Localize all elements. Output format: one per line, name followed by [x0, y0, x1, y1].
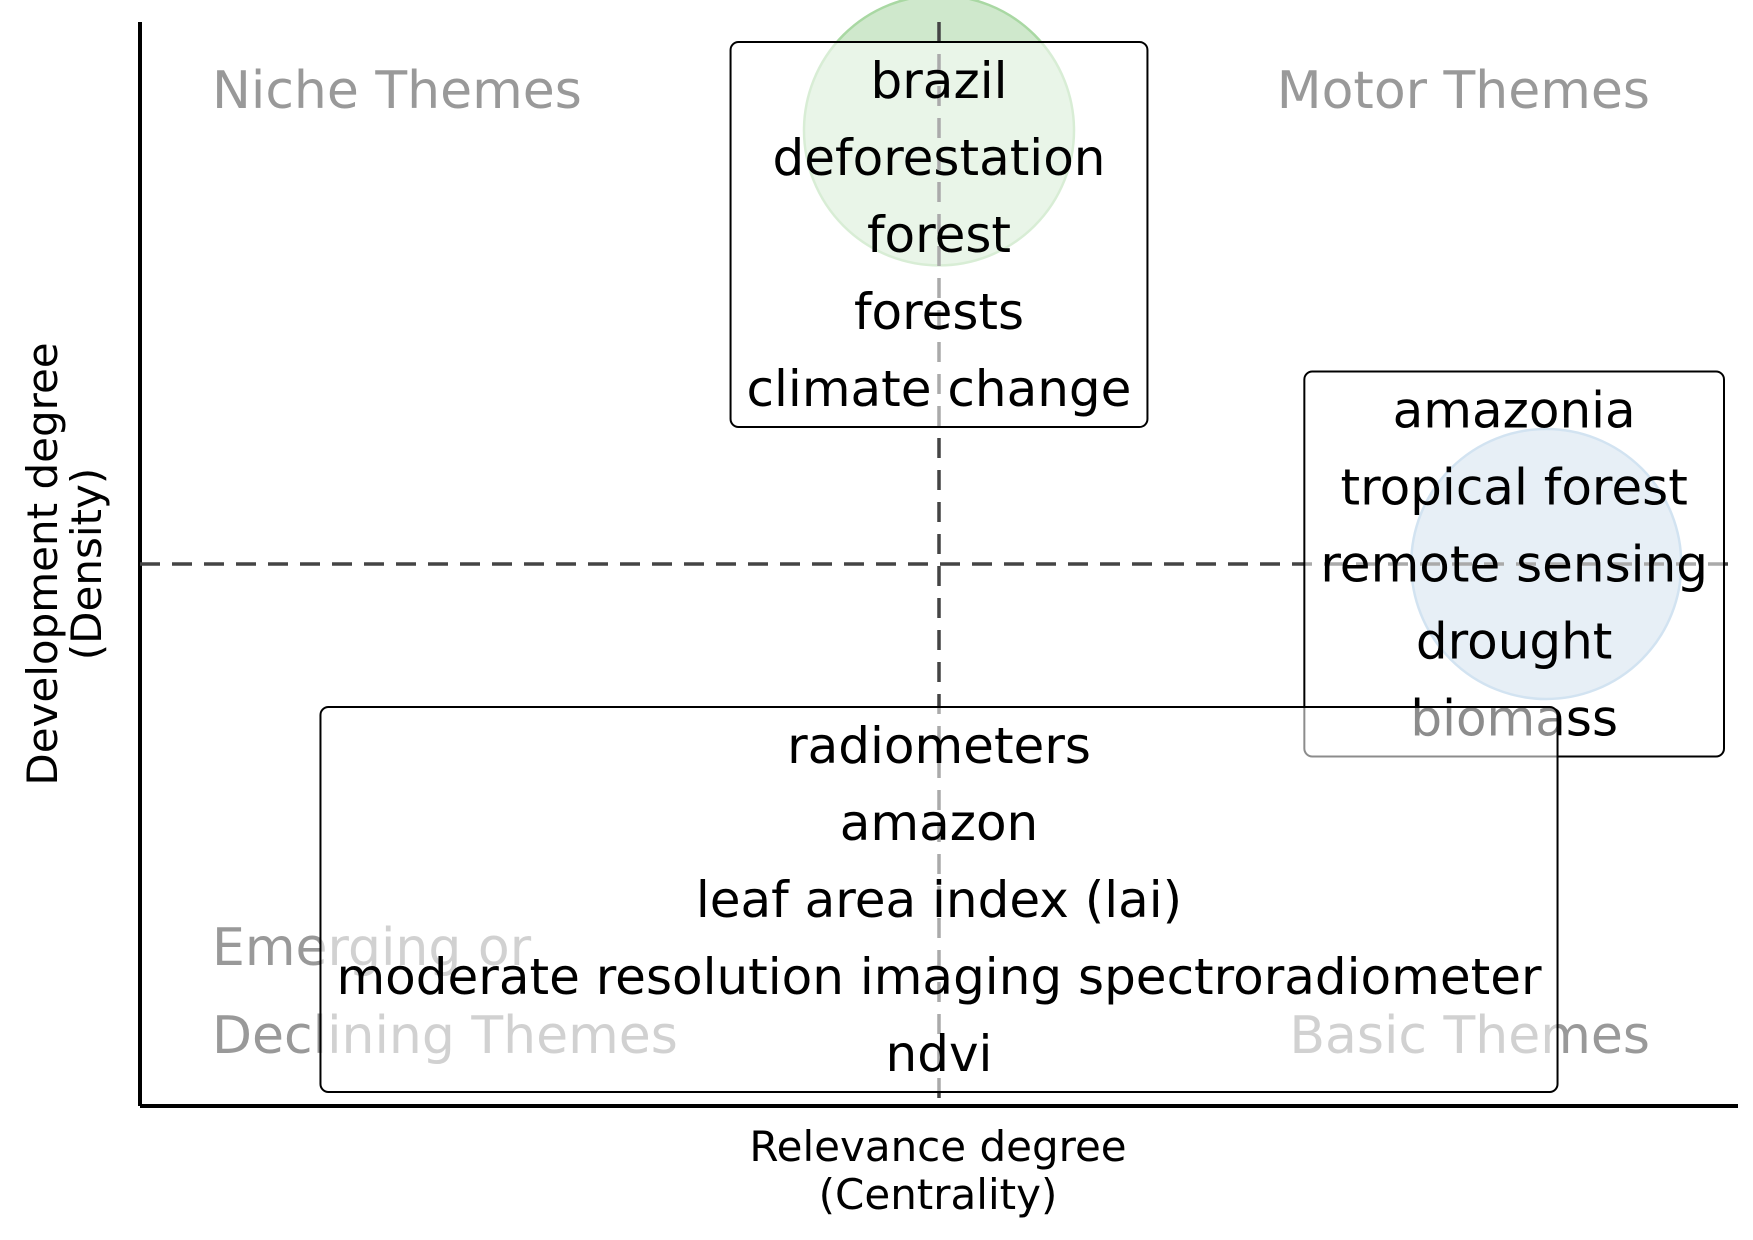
x-axis-title-line2: (Centrality) [819, 1170, 1058, 1219]
y-axis-title-line1: Development degree [18, 342, 67, 785]
cluster-term: forest [867, 206, 1011, 264]
cluster-labels: brazil deforestation forest forests climate … [319, 41, 1725, 1093]
cluster-term: amazonia [1393, 382, 1636, 440]
cluster-label-3: radiometers amazon leaf area index (lai) mo… [319, 706, 1559, 1093]
quadrant-niche-label: Niche Themes [212, 61, 582, 121]
cluster-term: leaf area index (lai) [696, 871, 1182, 929]
quadrant-motor-label: Motor Themes [1277, 61, 1650, 121]
cluster-label-2: amazonia tropical forest remote sensing dro… [1303, 370, 1725, 758]
cluster-term: radiometers [787, 717, 1091, 775]
cluster-term: forests [854, 283, 1024, 341]
cluster-term: deforestation [773, 129, 1106, 187]
cluster-term: drought [1416, 613, 1613, 671]
cluster-term: ndvi [886, 1025, 993, 1083]
x-axis-title-line1: Relevance degree [749, 1122, 1126, 1171]
cluster-term: amazon [840, 794, 1039, 852]
cluster-term: brazil [871, 52, 1008, 110]
cluster-term: remote sensing [1320, 536, 1708, 594]
cluster-term: tropical forest [1341, 459, 1688, 517]
cluster-label-1: brazil deforestation forest forests climate … [729, 41, 1149, 428]
cluster-term: moderate resolution imaging spectroradio… [336, 948, 1541, 1006]
cluster-term: climate change [747, 360, 1132, 418]
y-axis-title-line2: (Density) [62, 468, 111, 660]
cluster-label-box [319, 706, 1559, 1093]
cluster-label-box [729, 41, 1149, 428]
